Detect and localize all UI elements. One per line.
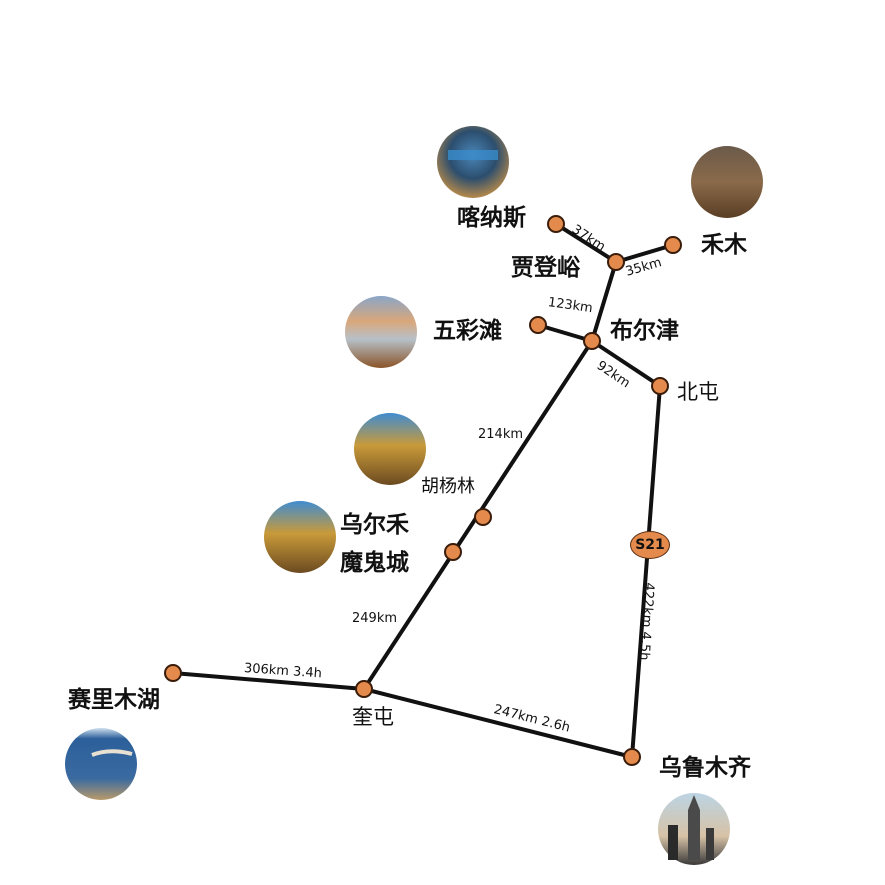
node-kuitun[interactable] bbox=[355, 680, 373, 698]
photo-huyanglin-icon bbox=[354, 413, 426, 485]
photo-urumqi-icon bbox=[658, 793, 730, 865]
label-wucaitan: 五彩滩 bbox=[433, 318, 502, 344]
node-wucaitan[interactable] bbox=[529, 316, 547, 334]
label-wuerhe-2: 魔鬼城 bbox=[340, 550, 409, 576]
node-urumqi[interactable] bbox=[623, 748, 641, 766]
node-beitun[interactable] bbox=[651, 377, 669, 395]
node-kanas[interactable] bbox=[547, 215, 565, 233]
label-huyanglin: 胡杨林 bbox=[421, 476, 475, 497]
label-urumqi: 乌鲁木齐 bbox=[659, 755, 751, 781]
photo-hemu-icon bbox=[691, 146, 763, 218]
node-jiadengyu[interactable] bbox=[607, 253, 625, 271]
label-kanas: 喀纳斯 bbox=[457, 205, 526, 231]
photo-kanas-icon bbox=[437, 126, 509, 198]
node-wuerhe[interactable] bbox=[444, 543, 462, 561]
distance-wuerhe-kuitun: 249km bbox=[352, 611, 398, 626]
road-shield-s21-icon: S21 bbox=[630, 531, 670, 559]
node-sayram[interactable] bbox=[164, 664, 182, 682]
node-burqin[interactable] bbox=[583, 332, 601, 350]
distance-burqin-huyanglin: 214km bbox=[478, 427, 524, 442]
label-hemu: 禾木 bbox=[701, 232, 747, 258]
route-lines bbox=[171, 222, 675, 759]
label-wuerhe-1: 乌尔禾 bbox=[340, 512, 409, 538]
label-kuitun: 奎屯 bbox=[352, 705, 394, 729]
label-burqin: 布尔津 bbox=[610, 318, 679, 344]
photo-wuerhe-icon bbox=[264, 501, 336, 573]
label-sayram: 赛里木湖 bbox=[68, 687, 160, 713]
node-hemu[interactable] bbox=[664, 236, 682, 254]
photo-wucaitan-icon bbox=[345, 296, 417, 368]
label-jiadengyu: 贾登峪 bbox=[511, 255, 580, 281]
photo-sayram-icon bbox=[65, 728, 137, 800]
label-beitun: 北屯 bbox=[677, 380, 719, 404]
node-huyanglin[interactable] bbox=[474, 508, 492, 526]
